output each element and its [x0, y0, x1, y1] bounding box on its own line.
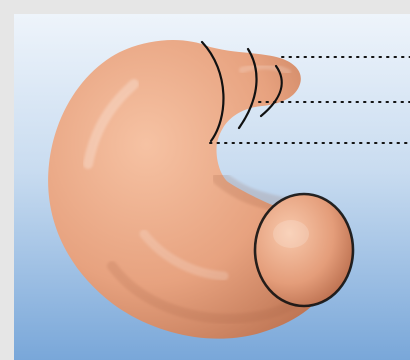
viewport [14, 14, 410, 360]
scene-svg [14, 14, 410, 360]
circular-end-cap [255, 194, 353, 306]
